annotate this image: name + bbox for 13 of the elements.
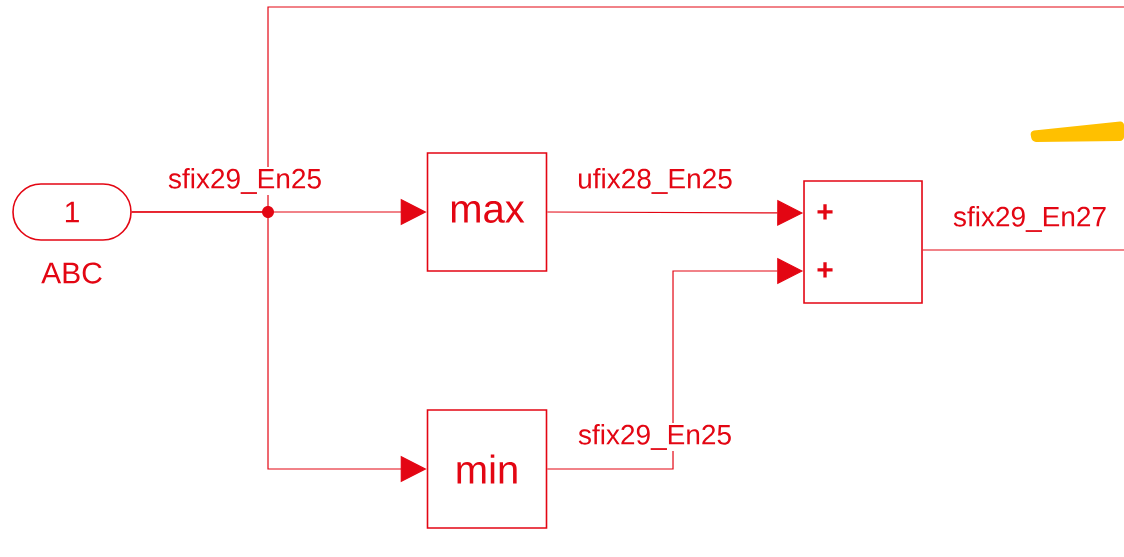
signal-label: ufix28_En25 — [576, 167, 734, 195]
signal-label: sfix29_En25 — [166, 167, 324, 195]
connector — [131, 6, 1124, 213]
function-block: max — [426, 152, 548, 272]
port-sign: + — [817, 204, 833, 220]
signal-label: sfix29_En27 — [951, 205, 1109, 233]
block-label: ABC — [41, 262, 102, 284]
signal-label: sfix29_En25 — [576, 423, 734, 451]
inport-block: 1 — [12, 183, 132, 241]
connector — [922, 249, 1124, 251]
port-sign: + — [817, 262, 833, 278]
sum-block — [803, 180, 923, 304]
function-block: min — [426, 409, 548, 529]
